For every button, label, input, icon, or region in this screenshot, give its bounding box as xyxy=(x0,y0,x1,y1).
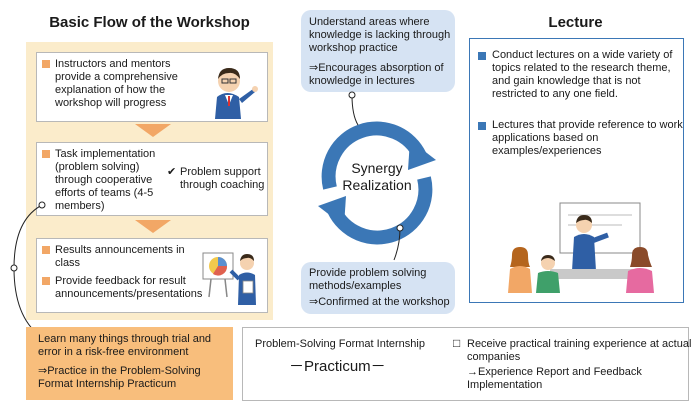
insight-top-sub: ⇒Encourages absorption of knowledge in l… xyxy=(309,62,444,87)
flow-step-3b-text: Provide feedback for result announcement… xyxy=(55,275,203,300)
flow-step-3b-item: Provide feedback for result announcement… xyxy=(42,275,215,301)
flow-step-1-text: Instructors and mentors provide a compre… xyxy=(55,58,178,109)
lecture-title: Lecture xyxy=(548,14,603,31)
practicum-learning-sub: ⇒Practice in the Problem-Solving Format … xyxy=(38,365,201,390)
orange-square-icon xyxy=(42,246,50,254)
connector-line-center xyxy=(348,91,404,261)
flow-step-3a-item: Results announcements in class xyxy=(42,244,205,270)
blue-square-icon xyxy=(478,122,486,130)
synergy-label: Synergy Realization xyxy=(342,160,412,193)
practicum-learning-text: Learn many things through trial and erro… xyxy=(38,333,212,358)
support-item: ✔ Problem support through coaching xyxy=(167,166,280,192)
presentation-illustration xyxy=(202,252,256,305)
practicum-experience-sub: →Experience Report and Feedback Implemen… xyxy=(467,366,642,391)
practicum-panel: Problem-Solving Format Internship －Pract… xyxy=(242,327,691,401)
practicum-name: －Practicum－ xyxy=(289,358,386,375)
flow-arrow-1 xyxy=(135,124,171,137)
practicum-format-label: Problem-Solving Format Internship xyxy=(255,338,425,350)
classroom-illustration xyxy=(508,202,654,293)
connector-line-left xyxy=(10,201,46,337)
orange-square-icon xyxy=(42,60,50,68)
lecture-item-1: Conduct lectures on a wide variety of to… xyxy=(478,49,688,101)
orange-square-icon xyxy=(42,277,50,285)
flow-title: Basic Flow of the Workshop xyxy=(49,14,250,31)
orange-square-icon xyxy=(42,150,50,158)
flow-step-1-item: Instructors and mentors provide a compre… xyxy=(42,58,205,110)
insight-bottom-text: Provide problem solving methods/examples xyxy=(309,267,427,292)
blue-square-icon xyxy=(478,52,486,60)
flow-step-1: Instructors and mentors provide a compre… xyxy=(36,52,268,122)
insight-box-top: Understand areas where knowledge is lack… xyxy=(301,10,455,92)
insight-top-text: Understand areas where knowledge is lack… xyxy=(309,16,451,54)
lecture-item-2-text: Lectures that provide reference to work … xyxy=(492,119,683,157)
practicum-experience-text: Receive practical training experience at… xyxy=(467,338,692,363)
support-text: Problem support through coaching xyxy=(180,166,265,191)
checkbox-icon: □ xyxy=(453,336,461,350)
instructor-illustration xyxy=(215,68,258,119)
practicum-experience-item: □ Receive practical training experience … xyxy=(453,336,697,364)
flow-step-2: Task implementation (problem solving) th… xyxy=(36,142,268,216)
lecture-item-1-text: Conduct lectures on a wide variety of to… xyxy=(492,49,673,100)
flow-step-3: Results announcements in class Provide f… xyxy=(36,238,268,313)
flow-step-2-item: Task implementation (problem solving) th… xyxy=(42,148,170,213)
insight-bottom-sub: ⇒Confirmed at the workshop xyxy=(309,296,450,308)
flow-step-3a-text: Results announcements in class xyxy=(55,244,185,269)
synergy-cycle-icon xyxy=(318,121,436,245)
flow-arrow-2 xyxy=(135,220,171,233)
lecture-item-2: Lectures that provide reference to work … xyxy=(478,119,688,158)
check-icon: ✔ xyxy=(167,166,177,178)
insight-box-bottom: Provide problem solving methods/examples… xyxy=(301,262,455,314)
flow-step-2-text: Task implementation (problem solving) th… xyxy=(55,148,156,212)
lecture-panel: Conduct lectures on a wide variety of to… xyxy=(469,38,684,303)
practicum-learning-box: Learn many things through trial and erro… xyxy=(26,327,233,400)
